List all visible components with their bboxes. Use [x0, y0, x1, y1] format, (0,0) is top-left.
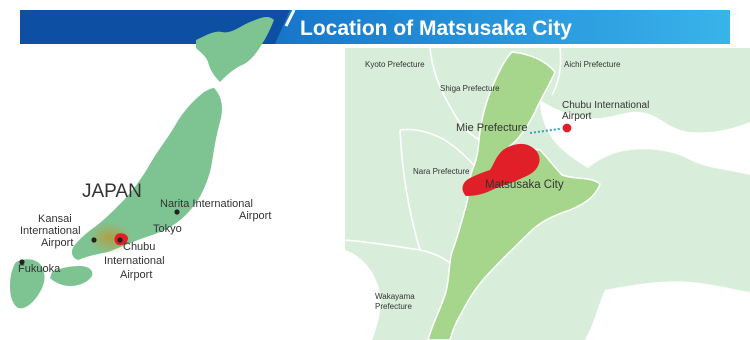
- western-sea: [345, 250, 381, 340]
- label-chubu-2: International: [104, 255, 165, 267]
- kyushu: [10, 259, 45, 309]
- label-narita-1: Narita International: [160, 198, 253, 210]
- region-map: Kyoto Prefecture Shiga Prefecture Aichi …: [344, 47, 750, 340]
- label-airport-2: Airport: [562, 111, 592, 122]
- label-matsusaka: Matsusaka City: [485, 179, 564, 191]
- hokkaido: [196, 16, 274, 83]
- mie-prefecture-area: [427, 51, 601, 340]
- label-shiga: Shiga Prefecture: [440, 84, 500, 93]
- label-chubu-1: Chubu: [123, 241, 155, 253]
- matsusaka-city-area: [462, 143, 540, 196]
- label-kansai-1: Kansai: [38, 213, 72, 225]
- label-wakayama-2: Prefecture: [375, 302, 412, 311]
- label-japan: JAPAN: [82, 181, 142, 202]
- label-wakayama-1: Wakayama: [375, 292, 415, 301]
- label-aichi: Aichi Prefecture: [564, 60, 621, 69]
- pacific-ocean: [585, 281, 750, 340]
- chubu-airport-marker: [561, 122, 573, 134]
- honshu: [71, 88, 222, 260]
- ise-bay: [540, 100, 750, 175]
- page-title: Location of Matsusaka City: [300, 17, 572, 40]
- tokyo-marker: [174, 209, 180, 215]
- label-airport-1: Chubu International: [562, 100, 649, 111]
- fukuoka-marker: [19, 259, 25, 265]
- chubu-airport-marker-japan: [117, 237, 123, 243]
- prefecture-borders: [344, 47, 562, 273]
- label-nara: Nara Prefecture: [413, 167, 470, 176]
- label-kansai-2: International: [20, 225, 81, 237]
- label-tokyo: Tokyo: [153, 223, 182, 235]
- label-fukuoka: Fukuoka: [18, 263, 61, 275]
- japan-map: JAPAN Narita International Airport Tokyo…: [10, 16, 274, 309]
- label-chubu-3: Airport: [120, 269, 152, 281]
- kansai-highlight: [88, 222, 132, 254]
- kansai-airport-marker: [91, 237, 97, 243]
- label-kyoto: Kyoto Prefecture: [365, 60, 425, 69]
- shikoku: [50, 266, 93, 286]
- label-kansai-3: Airport: [41, 237, 73, 249]
- title-banner: Location of Matsusaka City: [20, 9, 730, 44]
- label-mie: Mie Prefecture: [456, 122, 528, 134]
- label-narita-2: Airport: [239, 210, 271, 222]
